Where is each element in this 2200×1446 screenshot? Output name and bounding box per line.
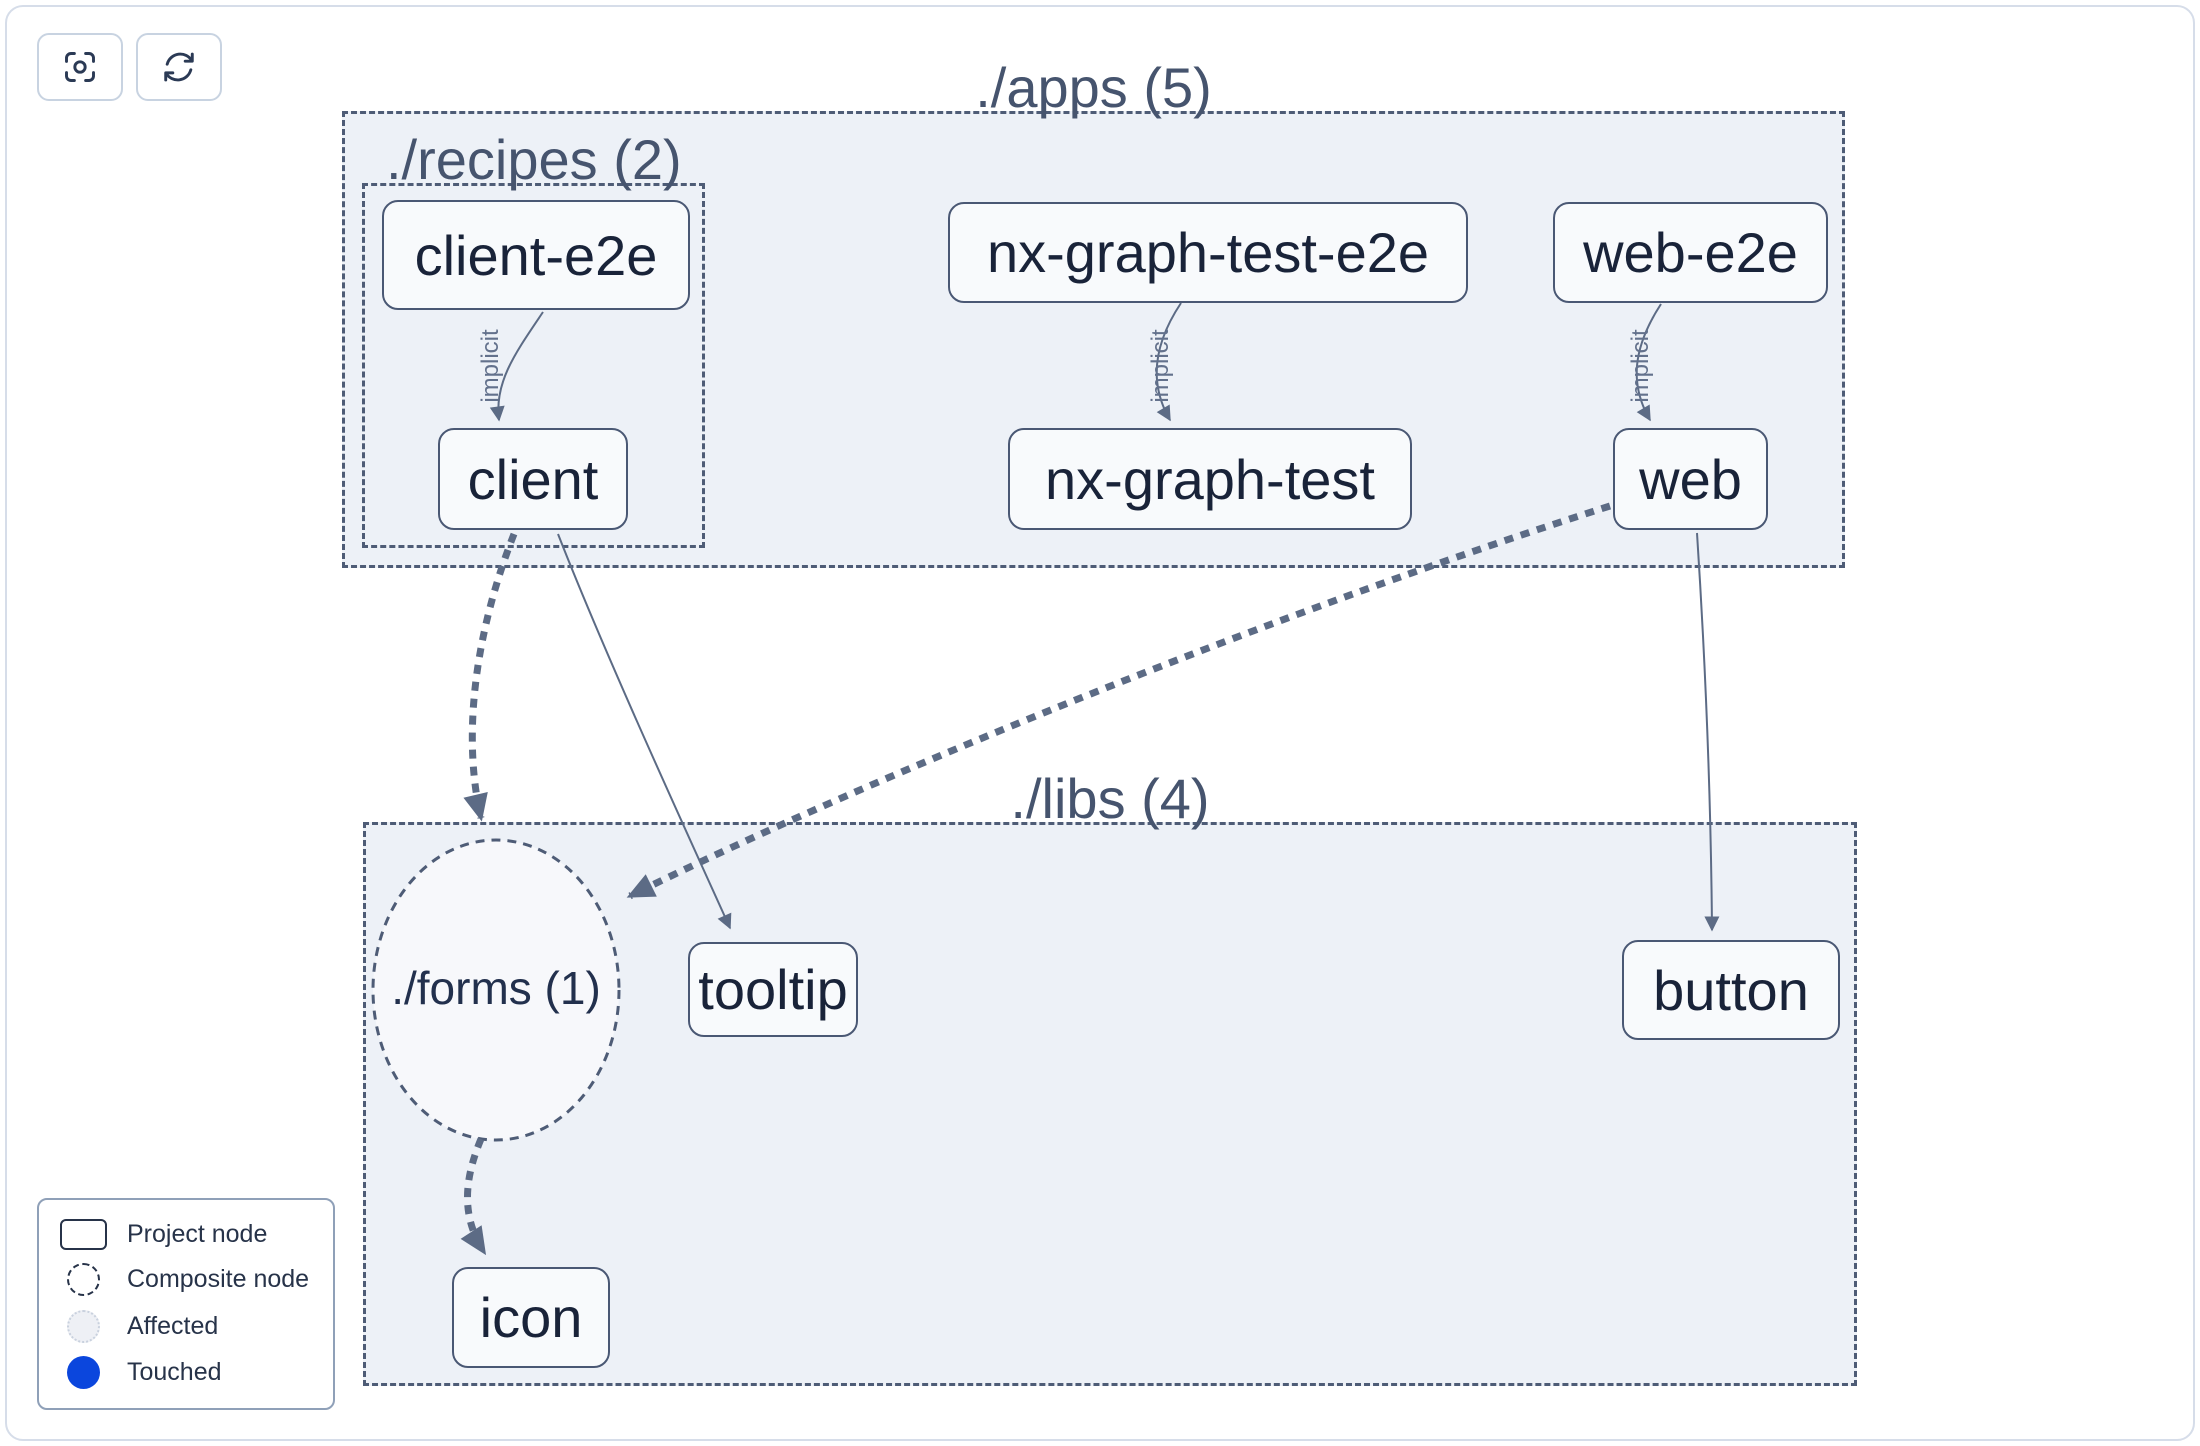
node-client-e2e[interactable]: client-e2e xyxy=(382,200,690,310)
node-button[interactable]: button xyxy=(1622,940,1840,1040)
node-client[interactable]: client xyxy=(438,428,628,530)
node-label: web xyxy=(1639,447,1742,511)
node-label: button xyxy=(1653,958,1809,1022)
refresh-button[interactable] xyxy=(136,33,222,101)
edge-label-implicit-2: implicit xyxy=(1147,329,1174,403)
edge-client-to-tooltip[interactable] xyxy=(557,533,732,930)
legend-item-composite-node: Composite node xyxy=(57,1263,315,1297)
reset-focus-button[interactable] xyxy=(37,33,123,101)
legend-item-project-node: Project node xyxy=(57,1218,315,1250)
legend-item-affected: Affected xyxy=(57,1309,315,1343)
edge-web-to-button[interactable] xyxy=(1696,532,1720,932)
edge-client-to-forms[interactable] xyxy=(463,532,518,822)
node-icon[interactable]: icon xyxy=(452,1267,610,1368)
node-web-e2e[interactable]: web-e2e xyxy=(1553,202,1828,303)
edge-web-to-forms[interactable] xyxy=(626,502,1612,900)
node-label: web-e2e xyxy=(1583,221,1798,284)
node-label: nx-graph-test-e2e xyxy=(986,221,1429,284)
node-label: client xyxy=(467,447,599,511)
node-web[interactable]: web xyxy=(1613,428,1768,530)
node-label: nx-graph-test xyxy=(1045,447,1375,511)
touched-icon xyxy=(66,1356,100,1390)
focus-icon xyxy=(65,52,95,82)
legend-item-touched: Touched xyxy=(57,1356,315,1390)
legend: Project node Composite node Affected Tou… xyxy=(37,1198,335,1410)
refresh-icon xyxy=(164,52,194,82)
edge-label-implicit-1: implicit xyxy=(477,329,504,403)
node-label: tooltip xyxy=(698,958,848,1021)
node-nx-graph-test[interactable]: nx-graph-test xyxy=(1008,428,1412,530)
node-label: icon xyxy=(479,1286,583,1349)
legend-label: Project node xyxy=(127,1219,268,1248)
legend-label: Touched xyxy=(127,1358,222,1387)
edge-forms-to-icon[interactable] xyxy=(460,1137,487,1256)
node-tooltip[interactable]: tooltip xyxy=(688,942,858,1037)
node-label: client-e2e xyxy=(414,223,658,287)
edge-label-implicit-3: implicit xyxy=(1627,329,1654,403)
node-nx-graph-test-e2e[interactable]: nx-graph-test-e2e xyxy=(948,202,1468,303)
edge-client-e2e-to-client[interactable] xyxy=(489,311,544,422)
composite-node-icon xyxy=(66,1263,100,1297)
affected-icon xyxy=(66,1309,100,1343)
composite-node-forms-label: ./forms (1) xyxy=(391,962,601,1014)
project-node-icon xyxy=(59,1218,107,1250)
legend-label: Composite node xyxy=(127,1265,310,1294)
legend-label: Affected xyxy=(127,1311,219,1340)
